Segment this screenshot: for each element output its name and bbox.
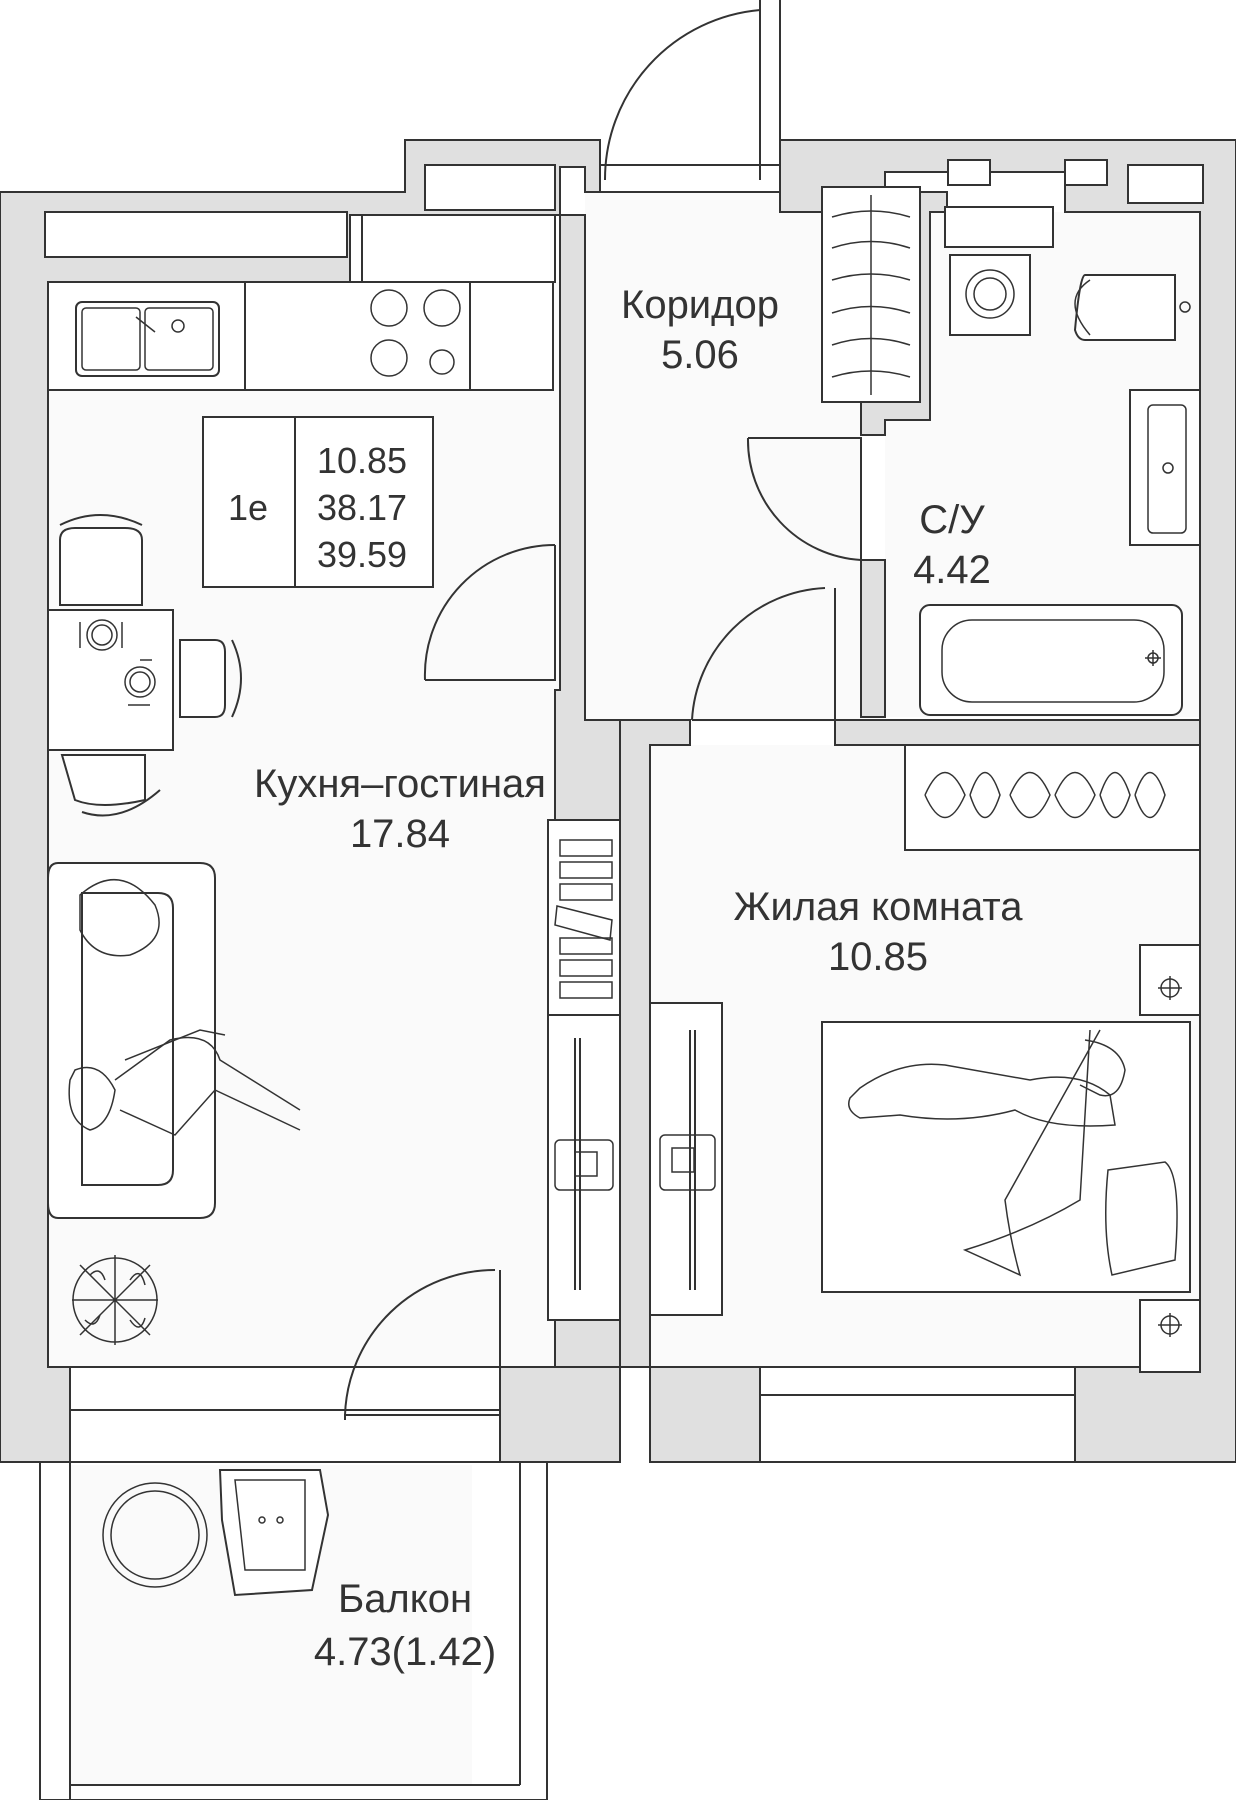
- bed: [821, 944, 1201, 1373]
- bathroom-area: 4.42: [913, 548, 991, 592]
- bedroom-wardrobe: [904, 744, 1201, 851]
- total-area-with-balcony-value: 39.59: [317, 534, 407, 575]
- bedroom-cabinet: [649, 1002, 723, 1316]
- bedroom-name: Жилая комната: [734, 885, 1024, 929]
- interior-doors: [344, 437, 862, 1420]
- dining-table: [47, 514, 242, 817]
- bathroom-name: С/У: [919, 498, 985, 542]
- kitchen-counter: [47, 214, 556, 391]
- apartment-type: 1е: [228, 487, 268, 528]
- kitchen-living-name: Кухня–гостиная: [254, 762, 546, 806]
- apartment-info-box: 1е 10.85 38.17 39.59: [202, 416, 434, 588]
- room-labels: Коридор 5.06 С/У 4.42 Кухня–гостиная 17.…: [254, 283, 1023, 1674]
- balcony-name: Балкон: [338, 1577, 472, 1621]
- balcony-area: 4.73(1.42): [314, 1630, 496, 1674]
- bedroom-area: 10.85: [828, 935, 928, 979]
- bathroom-fixtures: [919, 254, 1201, 716]
- kitchen-living-area: 17.84: [350, 812, 450, 856]
- windows: [44, 159, 1204, 1463]
- entrance-door: [599, 0, 781, 193]
- balcony: [39, 1462, 548, 1800]
- kitchen-cabinet: [547, 819, 621, 1321]
- corridor-area: 5.06: [661, 333, 739, 377]
- corridor-name: Коридор: [621, 283, 779, 327]
- total-area-value: 38.17: [317, 487, 407, 528]
- sofa: [47, 862, 301, 1219]
- plant: [72, 1255, 158, 1345]
- corridor-wardrobe: [821, 186, 921, 403]
- living-area-value: 10.85: [317, 440, 407, 481]
